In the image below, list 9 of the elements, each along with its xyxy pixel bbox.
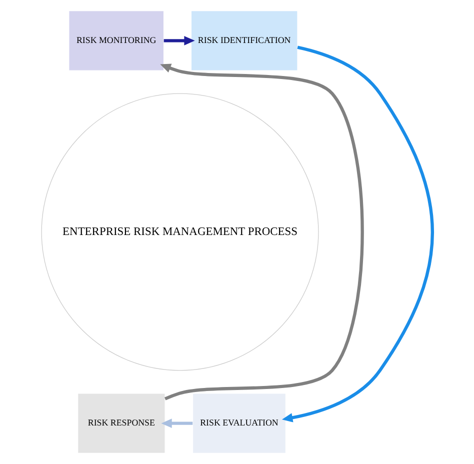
arrow xyxy=(161,418,193,428)
arrow xyxy=(164,36,195,46)
arrow xyxy=(160,64,364,400)
node-box: RISK IDENTIFICATION xyxy=(190,10,298,71)
node-box: RISK EVALUATION xyxy=(192,393,286,454)
node-box: RISK RESPONSE xyxy=(78,393,166,454)
arrow xyxy=(282,46,434,422)
node-box: RISK MONITORING xyxy=(68,10,164,71)
node-circle: ENTERPRISE RISK MANAGEMENT PROCESS xyxy=(41,93,319,371)
